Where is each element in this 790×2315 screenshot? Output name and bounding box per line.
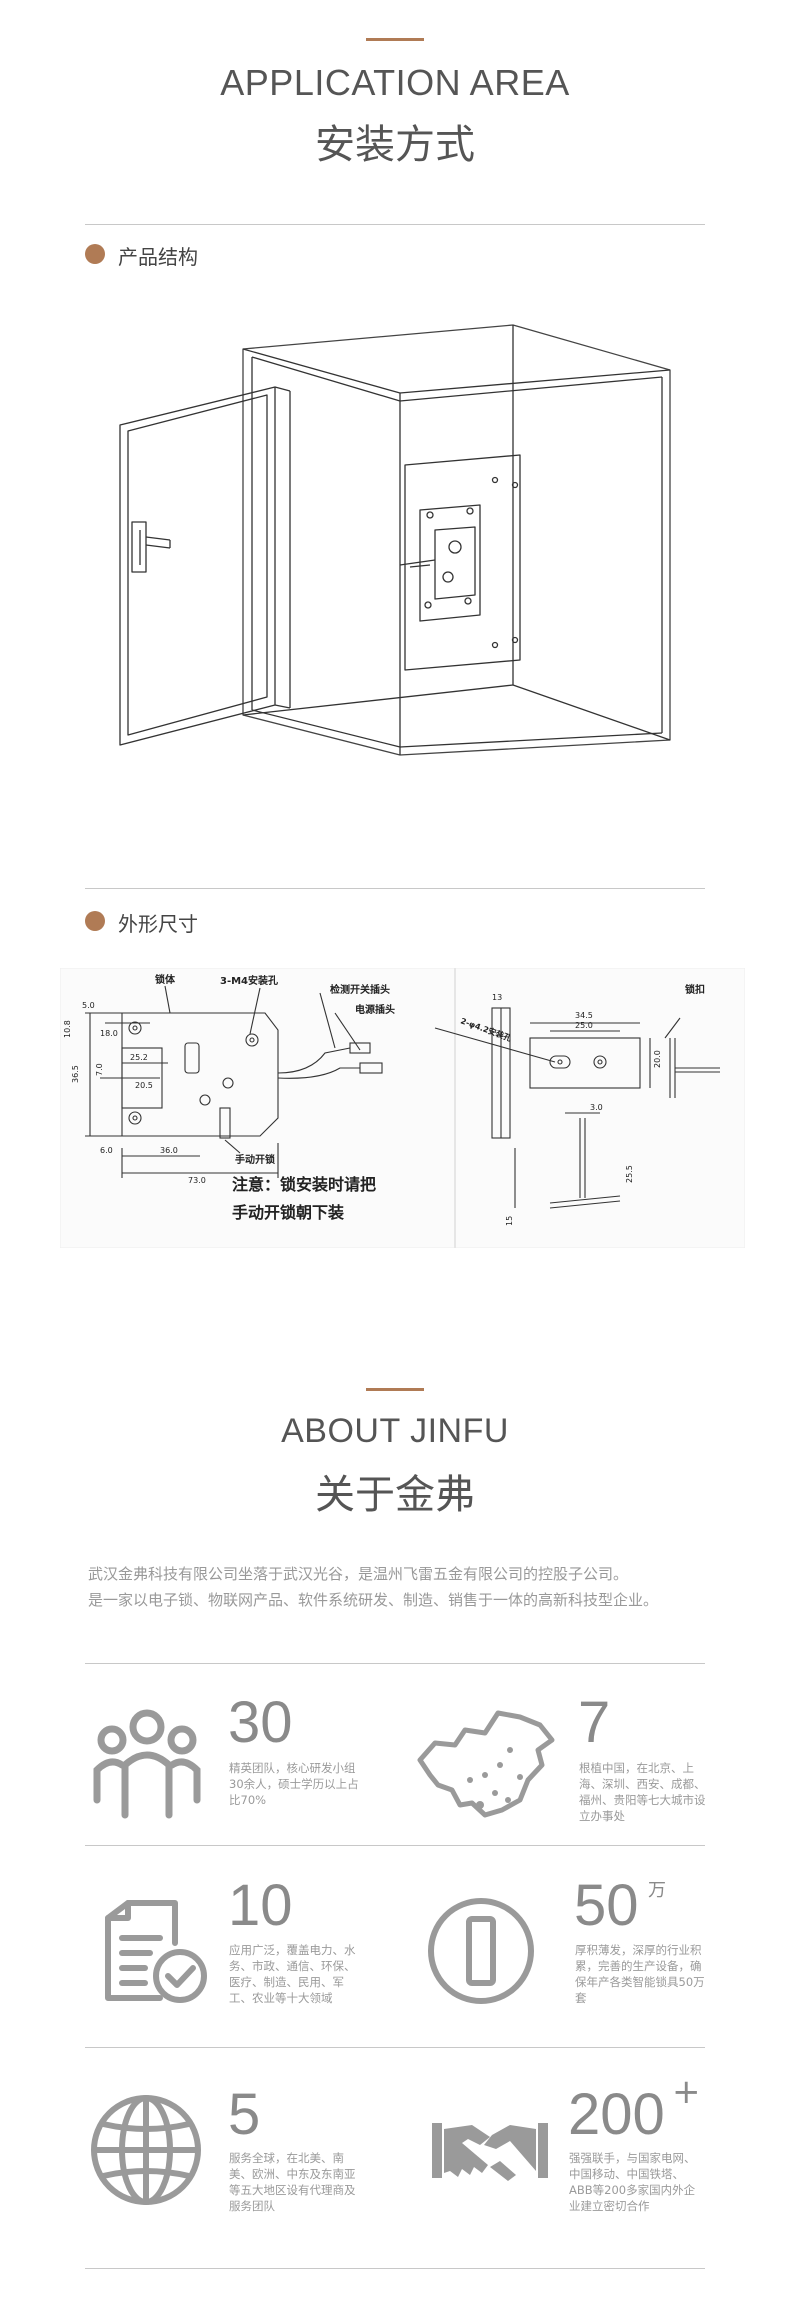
- handshake-icon: [432, 2123, 548, 2181]
- dim-text: 6.0: [100, 1146, 113, 1155]
- accent-bar-about: [366, 1388, 424, 1391]
- divider: [85, 2268, 705, 2269]
- section-dot: [85, 911, 105, 931]
- dim-text: 13: [492, 993, 502, 1002]
- stat-number: 200: [568, 2082, 665, 2147]
- cabinet-structure-drawing: [119, 324, 671, 756]
- dim-text: 5.0: [82, 1001, 95, 1010]
- dim-text: 36.5: [71, 1065, 80, 1083]
- application-title-en: APPLICATION AREA: [220, 62, 570, 103]
- label-power-plug: 电源插头: [355, 1003, 395, 1016]
- label-manual-unlock: 手动开锁: [235, 1153, 275, 1166]
- structure-label: 产品结构: [118, 245, 198, 269]
- application-title-cn: 安装方式: [315, 122, 475, 168]
- stat-description: 强强联手，与国家电网、中国移动、中国铁塔、ABB等200多家国内外企业建立密切合…: [569, 2151, 696, 2213]
- lock-circle-icon: [428, 1898, 534, 2004]
- dim-text: 7.0: [95, 1063, 104, 1076]
- dim-text: 10.8: [63, 1020, 72, 1038]
- label-buckle: 锁扣: [685, 983, 705, 996]
- about-paragraph-line-1: 武汉金弗科技有限公司坐落于武汉光谷，是温州飞雷五金有限公司的控股子公司。: [88, 1565, 629, 1583]
- dim-text: 73.0: [188, 1176, 206, 1185]
- stat-description: 精英团队，核心研发小组30余人，硕士学历以上占比70%: [229, 1761, 359, 1807]
- china-map-icon: [417, 1710, 555, 1818]
- document-check-icon: [105, 1900, 207, 2003]
- dim-text: 25.2: [130, 1053, 148, 1062]
- team-icon: [93, 1709, 201, 1819]
- dim-text: 20.5: [135, 1081, 153, 1090]
- dim-text: 20.0: [653, 1050, 662, 1068]
- label-mount-holes: 3-M4安装孔: [220, 974, 278, 987]
- divider: [85, 1845, 705, 1846]
- stat-description: 厚积薄发，深厚的行业积累，完善的生产设备，确保年产各类智能锁具50万套: [575, 1943, 705, 2005]
- about-paragraph-line-2: 是一家以电子锁、物联网产品、软件系统研发、制造、销售于一体的高新科技型企业。: [88, 1591, 659, 1609]
- note-line-1: 注意：锁安装时请把: [232, 1175, 376, 1194]
- dim-text: 3.0: [590, 1103, 603, 1112]
- stat-number: 30: [228, 1690, 293, 1755]
- label-lock-body: 锁体: [155, 973, 176, 986]
- stat-description: 服务全球，在北美、南美、欧洲、中东及东南亚等五大地区设有代理商及服务团队: [229, 2151, 356, 2213]
- about-title-cn: 关于金弗: [315, 1472, 475, 1518]
- section-dot: [85, 244, 105, 264]
- stat-description: 应用广泛，覆盖电力、水务、市政、通信、环保、医疗、制造、民用、军工、农业等十大领…: [229, 1943, 356, 2005]
- accent-bar-top: [366, 38, 424, 41]
- stat-number: 7: [578, 1690, 611, 1755]
- dim-text: 25.5: [625, 1165, 634, 1183]
- stat-superscript: +: [672, 2072, 701, 2112]
- note-line-2: 手动开锁朝下装: [232, 1203, 344, 1222]
- globe-icon: [91, 2095, 201, 2205]
- about-title-en: ABOUT JINFU: [281, 1412, 509, 1450]
- divider: [85, 1663, 705, 1664]
- divider: [85, 224, 705, 225]
- stat-number: 5: [228, 2082, 261, 2147]
- dim-text: 36.0: [160, 1146, 178, 1155]
- dim-text: 15: [505, 1216, 514, 1226]
- stat-superscript: 万: [648, 1880, 666, 1901]
- divider: [85, 888, 705, 889]
- divider: [85, 2047, 705, 2048]
- dimensions-label: 外形尺寸: [118, 912, 198, 936]
- label-detect-plug: 检测开关插头: [330, 983, 390, 996]
- dimension-drawing: 锁体 3-M4安装孔 检测开关插头 电源插头 手动开锁 注意：锁安装时请把 手动…: [60, 968, 745, 1248]
- dim-text: 25.0: [575, 1021, 593, 1030]
- stat-number: 50: [574, 1873, 639, 1938]
- stat-number: 10: [228, 1873, 293, 1938]
- stat-description: 根植中国，在北京、上海、深圳、西安、成都、福州、贵阳等七大城市设立办事处: [579, 1761, 706, 1823]
- dim-text: 18.0: [100, 1029, 118, 1038]
- dim-text: 34.5: [575, 1011, 593, 1020]
